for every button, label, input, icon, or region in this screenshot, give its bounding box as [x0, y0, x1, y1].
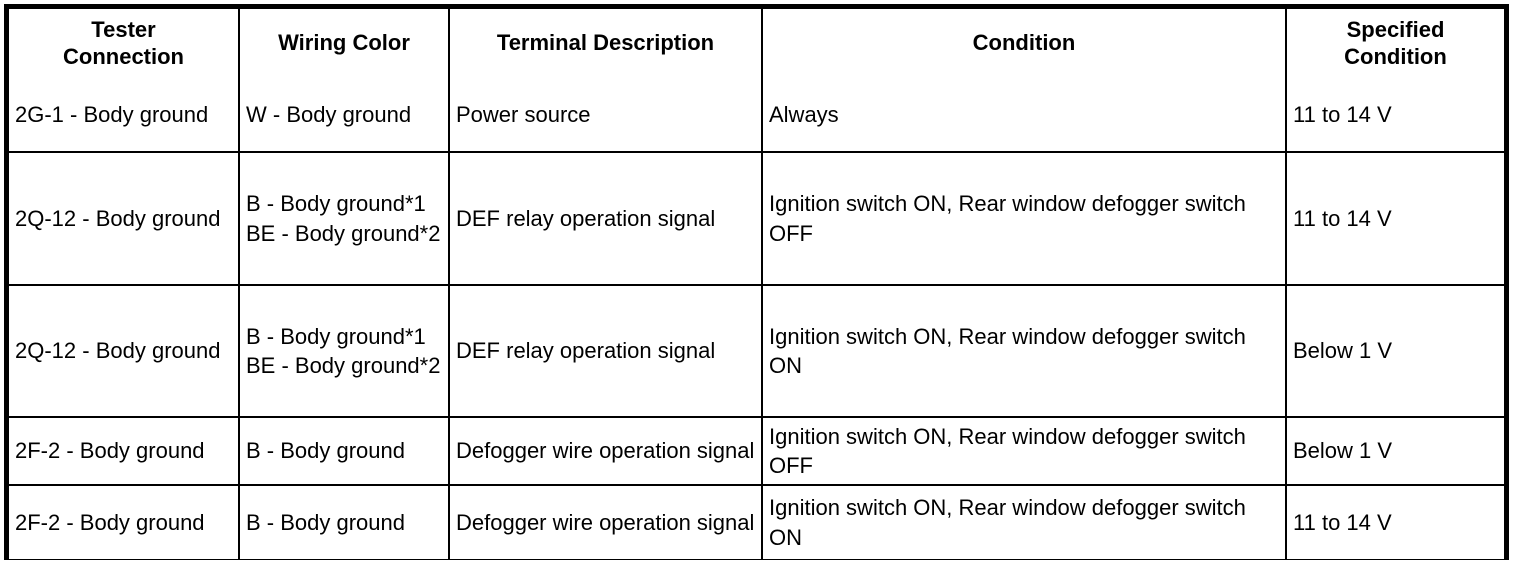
- cell-condition: Ignition switch ON, Rear window defogger…: [762, 485, 1287, 559]
- tester-connection-value: 2Q-12 - Body ground: [15, 338, 221, 364]
- specified-condition-value: Below 1 V: [1293, 438, 1393, 464]
- specified-condition-value: 11 to 14 V: [1293, 101, 1392, 127]
- condition-value: Ignition switch ON, Rear window defogger…: [769, 495, 1246, 550]
- condition-value: Always: [769, 101, 839, 127]
- cell-wiring-color: W - Body ground: [239, 78, 450, 153]
- cell-condition: Ignition switch ON, Rear window defogger…: [762, 285, 1287, 418]
- cell-condition: Always: [762, 78, 1287, 153]
- terminal-inspection-table: Tester Connection Wiring Color Terminal …: [9, 9, 1504, 559]
- spec-table-container: Tester Connection Wiring Color Terminal …: [4, 4, 1509, 560]
- specified-condition-value: 11 to 14 V: [1293, 509, 1392, 535]
- condition-value: Ignition switch ON, Rear window defogger…: [769, 323, 1246, 378]
- cell-condition: Ignition switch ON, Rear window defogger…: [762, 417, 1287, 486]
- table-row: 2Q-12 - Body ground B - Body ground*1 BE…: [9, 152, 1504, 286]
- column-header-specified-condition-line2: Condition: [1344, 43, 1447, 69]
- tester-connection-value: 2F-2 - Body ground: [15, 509, 205, 535]
- table-header-row: Tester Connection Wiring Color Terminal …: [9, 9, 1504, 78]
- cell-terminal-description: Power source: [449, 78, 763, 153]
- table-row: 2F-2 - Body ground B - Body ground Defog…: [9, 417, 1504, 486]
- cell-wiring-color: B - Body ground*1 BE - Body ground*2: [239, 152, 450, 286]
- cell-wiring-color: B - Body ground*1 BE - Body ground*2: [239, 285, 450, 418]
- terminal-description-value: Defogger wire operation signal: [456, 438, 755, 464]
- column-header-wiring-color: Wiring Color: [239, 9, 450, 78]
- cell-specified-condition: 11 to 14 V: [1286, 78, 1504, 153]
- tester-connection-value: 2F-2 - Body ground: [15, 438, 205, 464]
- cell-condition: Ignition switch ON, Rear window defogger…: [762, 152, 1287, 286]
- cell-terminal-description: DEF relay operation signal: [449, 152, 763, 286]
- wiring-color-line: B - Body ground*1: [246, 323, 426, 349]
- tester-connection-value: 2Q-12 - Body ground: [15, 205, 221, 231]
- column-header-terminal-description-line1: Terminal Description: [496, 30, 715, 56]
- cell-tester-connection: 2F-2 - Body ground: [9, 417, 240, 486]
- cell-tester-connection: 2Q-12 - Body ground: [9, 285, 240, 418]
- cell-specified-condition: Below 1 V: [1286, 417, 1504, 486]
- column-header-specified-condition: Specified Condition: [1286, 9, 1504, 78]
- column-header-tester-connection-line2: Connection: [63, 43, 184, 69]
- cell-wiring-color: B - Body ground: [239, 485, 450, 559]
- terminal-description-value: DEF relay operation signal: [456, 338, 716, 364]
- cell-terminal-description: Defogger wire operation signal: [449, 417, 763, 486]
- table-body: 2G-1 - Body ground W - Body ground Power…: [9, 78, 1504, 559]
- cell-specified-condition: 11 to 14 V: [1286, 485, 1504, 559]
- table-row: 2F-2 - Body ground B - Body ground Defog…: [9, 485, 1504, 559]
- wiring-color-line: B - Body ground*1: [246, 191, 426, 217]
- cell-terminal-description: Defogger wire operation signal: [449, 485, 763, 559]
- cell-terminal-description: DEF relay operation signal: [449, 285, 763, 418]
- condition-value: Ignition switch ON, Rear window defogger…: [769, 191, 1246, 246]
- table-row: 2G-1 - Body ground W - Body ground Power…: [9, 78, 1504, 153]
- wiring-color-line: B - Body ground: [246, 509, 405, 535]
- terminal-description-value: Defogger wire operation signal: [456, 509, 755, 535]
- column-header-terminal-description: Terminal Description: [449, 9, 763, 78]
- column-header-wiring-color-line1: Wiring Color: [278, 30, 410, 56]
- column-header-condition: Condition: [762, 9, 1287, 78]
- cell-tester-connection: 2G-1 - Body ground: [9, 78, 240, 153]
- cell-wiring-color: B - Body ground: [239, 417, 450, 486]
- terminal-description-value: Power source: [456, 101, 591, 127]
- table-header: Tester Connection Wiring Color Terminal …: [9, 9, 1504, 78]
- cell-specified-condition: 11 to 14 V: [1286, 152, 1504, 286]
- condition-value: Ignition switch ON, Rear window defogger…: [769, 423, 1246, 478]
- column-header-condition-line1: Condition: [972, 30, 1076, 56]
- wiring-color-line: W - Body ground: [246, 101, 412, 127]
- terminal-description-value: DEF relay operation signal: [456, 205, 716, 231]
- wiring-color-line: BE - Body ground*2: [246, 353, 441, 378]
- cell-tester-connection: 2Q-12 - Body ground: [9, 152, 240, 286]
- cell-specified-condition: Below 1 V: [1286, 285, 1504, 418]
- column-header-tester-connection: Tester Connection: [9, 9, 240, 78]
- wiring-color-line: B - Body ground: [246, 438, 405, 464]
- specified-condition-value: Below 1 V: [1293, 338, 1393, 364]
- column-header-specified-condition-line1: Specified: [1346, 16, 1445, 42]
- cell-tester-connection: 2F-2 - Body ground: [9, 485, 240, 559]
- table-row: 2Q-12 - Body ground B - Body ground*1 BE…: [9, 285, 1504, 418]
- specified-condition-value: 11 to 14 V: [1293, 205, 1392, 231]
- tester-connection-value: 2G-1 - Body ground: [15, 101, 209, 127]
- column-header-tester-connection-line1: Tester: [91, 16, 156, 42]
- wiring-color-line: BE - Body ground*2: [246, 220, 441, 246]
